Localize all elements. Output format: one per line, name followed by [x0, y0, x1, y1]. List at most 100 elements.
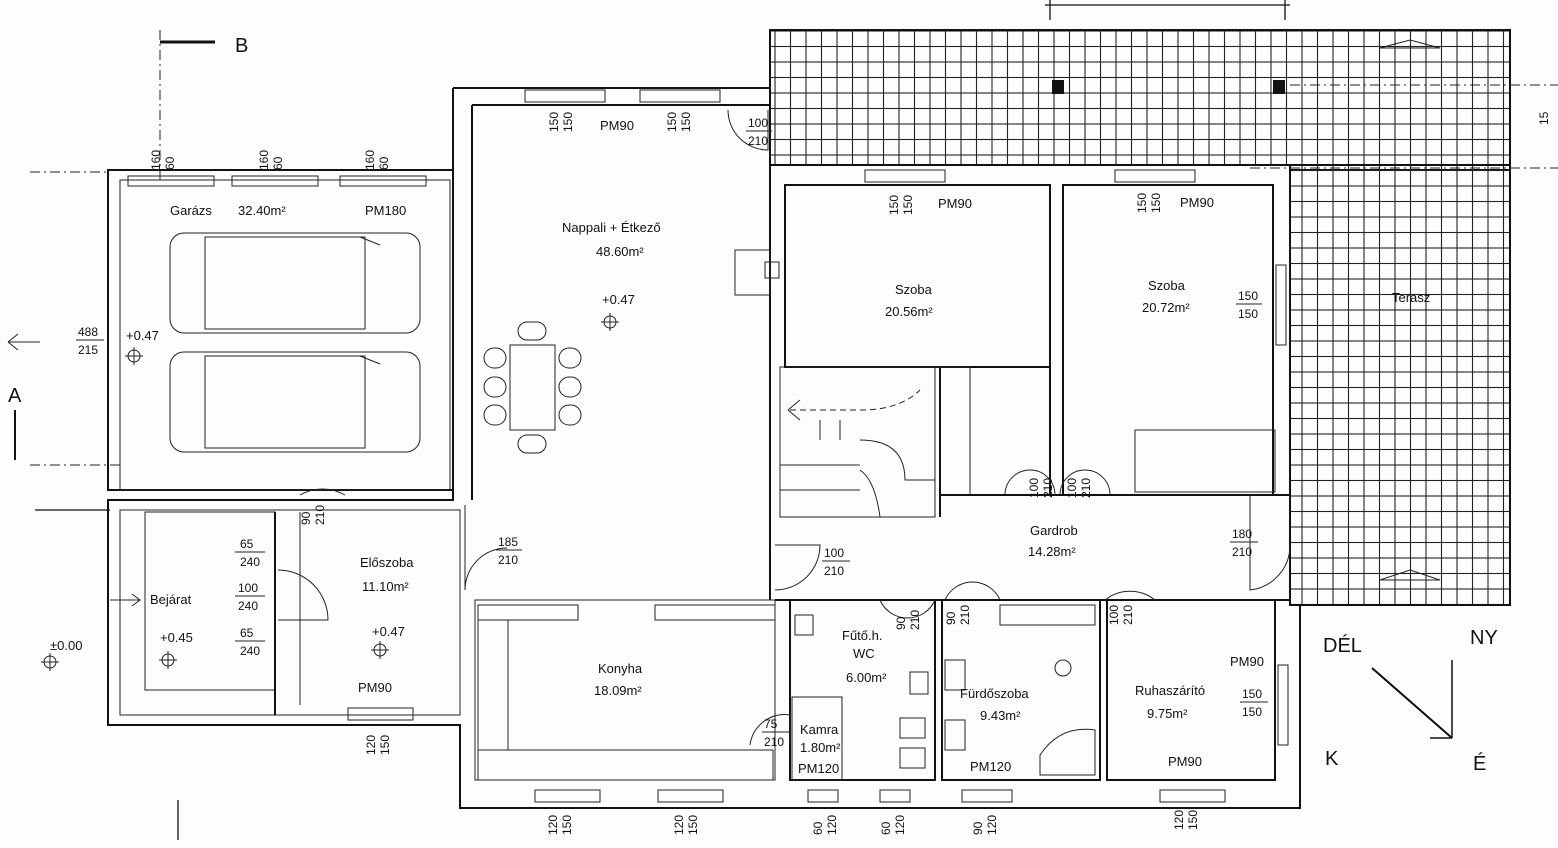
dim-hall-door-a: 90	[299, 511, 313, 525]
dim-kitchen-window-2-b: 150	[686, 815, 700, 835]
dim-room2-door-b: 210	[1079, 478, 1093, 498]
room1-door: PM90	[938, 196, 972, 211]
dim-pantry-door-top: 75	[764, 717, 778, 731]
dim-room2-window-b: 150	[1149, 193, 1163, 213]
hall-name: Előszoba	[360, 555, 414, 570]
garage: Garázs 32.40m² PM180 +0.47	[107, 169, 454, 491]
dim-room1-door-b: 210	[1041, 478, 1055, 498]
dim-door-top: 100	[748, 116, 768, 130]
living-name: Nappali + Étkező	[562, 220, 661, 235]
dim-garage-side-top: 488	[78, 325, 98, 339]
dim-boiler-window-a: 60	[879, 821, 893, 835]
dim-kitchen-door-top: 185	[498, 535, 518, 549]
dim-garage-side-bottom: 215	[78, 343, 98, 357]
dim-room2-side-bottom: 150	[1238, 307, 1258, 321]
dimension-labels: 488 215 100 210 150 150 185 210 65 240 1…	[76, 111, 1551, 749]
dim-laundry-side-bottom: 150	[1242, 705, 1262, 719]
bath-fixtures	[794, 604, 1096, 776]
dim-bath-window-a: 90	[971, 821, 985, 835]
dim-garage-window-1-a: 160	[149, 150, 163, 170]
section-a-marker: A	[8, 385, 22, 407]
room2-area: 20.72m²	[1142, 300, 1190, 315]
dim-hall-window-a: 120	[364, 735, 378, 755]
dim-wardrobe-left-bottom: 210	[824, 564, 844, 578]
section-b-marker: B	[235, 35, 248, 57]
dim-entrance-1-top: 65	[240, 537, 254, 551]
bath-door: PM120	[970, 759, 1011, 774]
dim-entrance-2-top: 100	[238, 581, 258, 595]
hall-door: PM90	[358, 680, 392, 695]
dim-hall-door-b: 210	[313, 505, 327, 525]
garage-area: 32.40m²	[238, 203, 286, 218]
dim-kitchen-window-2-a: 120	[672, 815, 686, 835]
hall-level: +0.47	[372, 624, 405, 639]
dim-pantry-door-bottom: 210	[764, 735, 784, 749]
compass-e: É	[1473, 752, 1486, 775]
dining-table	[483, 321, 582, 454]
dim-bath-window-b: 120	[985, 815, 999, 835]
kitchen-area: 18.09m²	[594, 683, 642, 698]
terrace-tiles: Terasz	[769, 29, 1511, 606]
dim-laundry-window-b: 150	[1186, 810, 1200, 830]
entry-arrow-icon	[110, 593, 141, 607]
chimney-icon	[764, 261, 780, 279]
dim-bath-door-b: 210	[958, 605, 972, 625]
house-walls	[107, 30, 1301, 809]
dim-laundry-side-top: 150	[1242, 687, 1262, 701]
dim-pantry-window-a: 60	[811, 821, 825, 835]
dim-garage-window-2-b: 60	[271, 156, 285, 170]
dim-right-edge: 15	[1537, 111, 1551, 125]
dim-wardrobe-right-bottom: 210	[1232, 545, 1252, 559]
living-area: 48.60m²	[596, 244, 644, 259]
room1-area: 20.56m²	[885, 304, 933, 319]
room2-door: PM90	[1180, 195, 1214, 210]
wardrobe-area: 14.28m²	[1028, 544, 1076, 559]
dim-pantry-window-b: 120	[825, 815, 839, 835]
outside-level: ±0.00	[50, 638, 82, 653]
dim-boiler-window-b: 120	[893, 815, 907, 835]
dim-boiler-door-b: 210	[908, 610, 922, 630]
laundry-name: Ruhaszárító	[1135, 683, 1205, 698]
boiler-name: Fűtő.h.	[842, 628, 882, 643]
dim-boiler-door-a: 90	[894, 616, 908, 630]
garage-door: PM180	[365, 203, 406, 218]
dim-entrance-2-bottom: 240	[238, 599, 258, 613]
laundry-door-2: PM90	[1230, 654, 1264, 669]
pantry-name: Kamra	[800, 722, 839, 737]
door-swings	[277, 109, 1291, 746]
dim-wardrobe-right-top: 180	[1232, 527, 1252, 541]
dim-room2-side-top: 150	[1238, 289, 1258, 303]
staircase	[734, 249, 935, 518]
terrace-label: Terasz	[1392, 290, 1430, 305]
garage-name: Garázs	[170, 203, 212, 218]
stairs-arrow-icon	[787, 399, 801, 421]
dim-kitchen-window-1-a: 120	[546, 815, 560, 835]
room-labels: Nappali + Étkező 48.60m² PM90 +0.47 Szob…	[41, 118, 1264, 776]
dim-kitchen-door-bottom: 210	[498, 553, 518, 567]
dim-laundry-window-a: 120	[1172, 810, 1186, 830]
dim-garage-window-2-a: 160	[257, 150, 271, 170]
garage-level: +0.47	[126, 328, 159, 343]
entrance-level: +0.45	[160, 630, 193, 645]
arrow-left-icon	[7, 333, 40, 351]
room1-name: Szoba	[895, 282, 933, 297]
car-icon	[169, 351, 421, 453]
dim-entrance-3-bottom: 240	[240, 644, 260, 658]
compass-south: DÉL	[1323, 634, 1362, 657]
dim-room1-door-a: 100	[1027, 478, 1041, 498]
compass: DÉL NY K É	[1323, 627, 1498, 775]
compass-k: K	[1325, 748, 1339, 770]
wardrobe-name: Gardrob	[1030, 523, 1078, 538]
boiler-area: 6.00m²	[846, 670, 887, 685]
dim-living-window-1-a: 150	[547, 112, 561, 132]
dim-living-window-1-b: 150	[561, 112, 575, 132]
dim-garage-window-3-a: 160	[363, 150, 377, 170]
dim-entrance-3-top: 65	[240, 626, 254, 640]
laundry-area: 9.75m²	[1147, 706, 1188, 721]
kitchen-name: Konyha	[598, 661, 643, 676]
section-lines: B A	[7, 0, 1558, 840]
dim-bath-door-a: 90	[944, 611, 958, 625]
